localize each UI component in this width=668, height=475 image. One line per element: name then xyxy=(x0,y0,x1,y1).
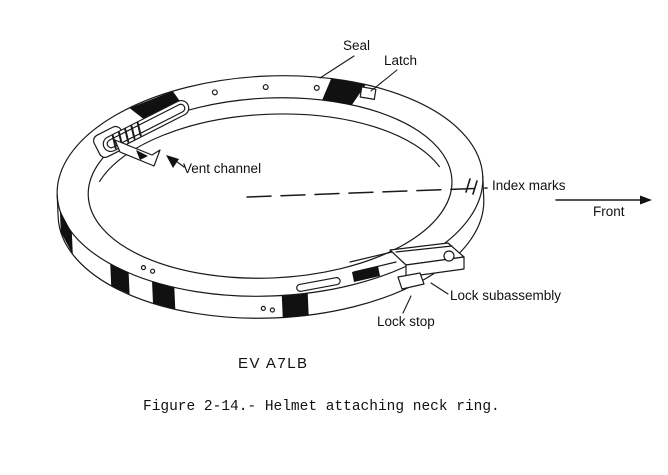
label-lock-subassembly: Lock subassembly xyxy=(450,288,562,303)
label-lock-stop: Lock stop xyxy=(377,314,435,329)
vent-channel-part xyxy=(92,99,190,167)
figure-caption: Figure 2-14.- Helmet attaching neck ring… xyxy=(143,399,500,415)
label-vent-channel: Vent channel xyxy=(183,161,262,176)
label-front: Front xyxy=(593,204,625,219)
index-marks-line xyxy=(246,178,488,198)
leader-lines xyxy=(166,55,449,314)
label-seal: Seal xyxy=(343,38,371,53)
front-arrow xyxy=(555,195,652,205)
neck-ring xyxy=(56,75,485,319)
figure-model-designation: EV A7LB xyxy=(238,355,309,372)
label-index-marks: Index marks xyxy=(492,178,566,193)
label-latch: Latch xyxy=(384,53,418,68)
lock-subassembly-part xyxy=(349,242,465,290)
